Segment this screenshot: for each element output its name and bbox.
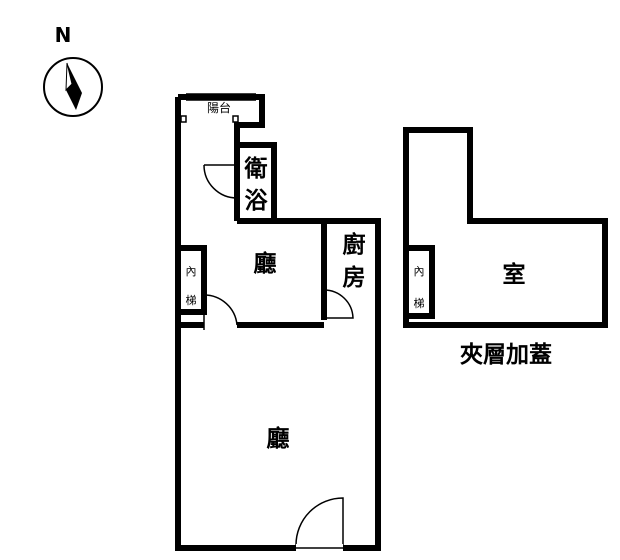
mezz-stairs-label-1: 內: [414, 265, 425, 278]
kitchen-label-1: 廚: [343, 231, 366, 258]
stair-wall: [178, 245, 207, 315]
mezz-room-label: 室: [503, 261, 526, 288]
kitchen-label-2: 房: [343, 264, 366, 291]
balcony-wall: [178, 94, 265, 221]
mezzanine-floor: [403, 127, 608, 328]
compass-arrow-highlight: [65, 62, 73, 92]
bathroom-label-2: 浴: [245, 188, 269, 214]
mezzanine-stair-wall: [406, 245, 435, 319]
compass-icon: [43, 57, 103, 117]
north-label: N: [55, 23, 72, 47]
balcony-window: [180, 93, 256, 123]
living-lower-label: 廳: [267, 425, 290, 452]
balcony-label: 陽台: [207, 100, 231, 115]
bathroom-wall: [237, 142, 277, 221]
stairs-label-2: 梯: [186, 294, 197, 307]
mezz-stairs-label-2: 梯: [414, 297, 425, 310]
compass: N: [43, 23, 103, 117]
main-floor: [175, 94, 381, 551]
door-swing-icon: [203, 164, 354, 546]
stairs-label-1: 內: [186, 265, 197, 278]
living-upper-label: 廳: [254, 250, 277, 277]
mezzanine-outer-wall: [403, 127, 608, 328]
outer-wall: [175, 97, 381, 551]
mezzanine-title: 夾層加蓋: [460, 342, 552, 368]
bathroom-label-1: 衛: [244, 155, 268, 182]
